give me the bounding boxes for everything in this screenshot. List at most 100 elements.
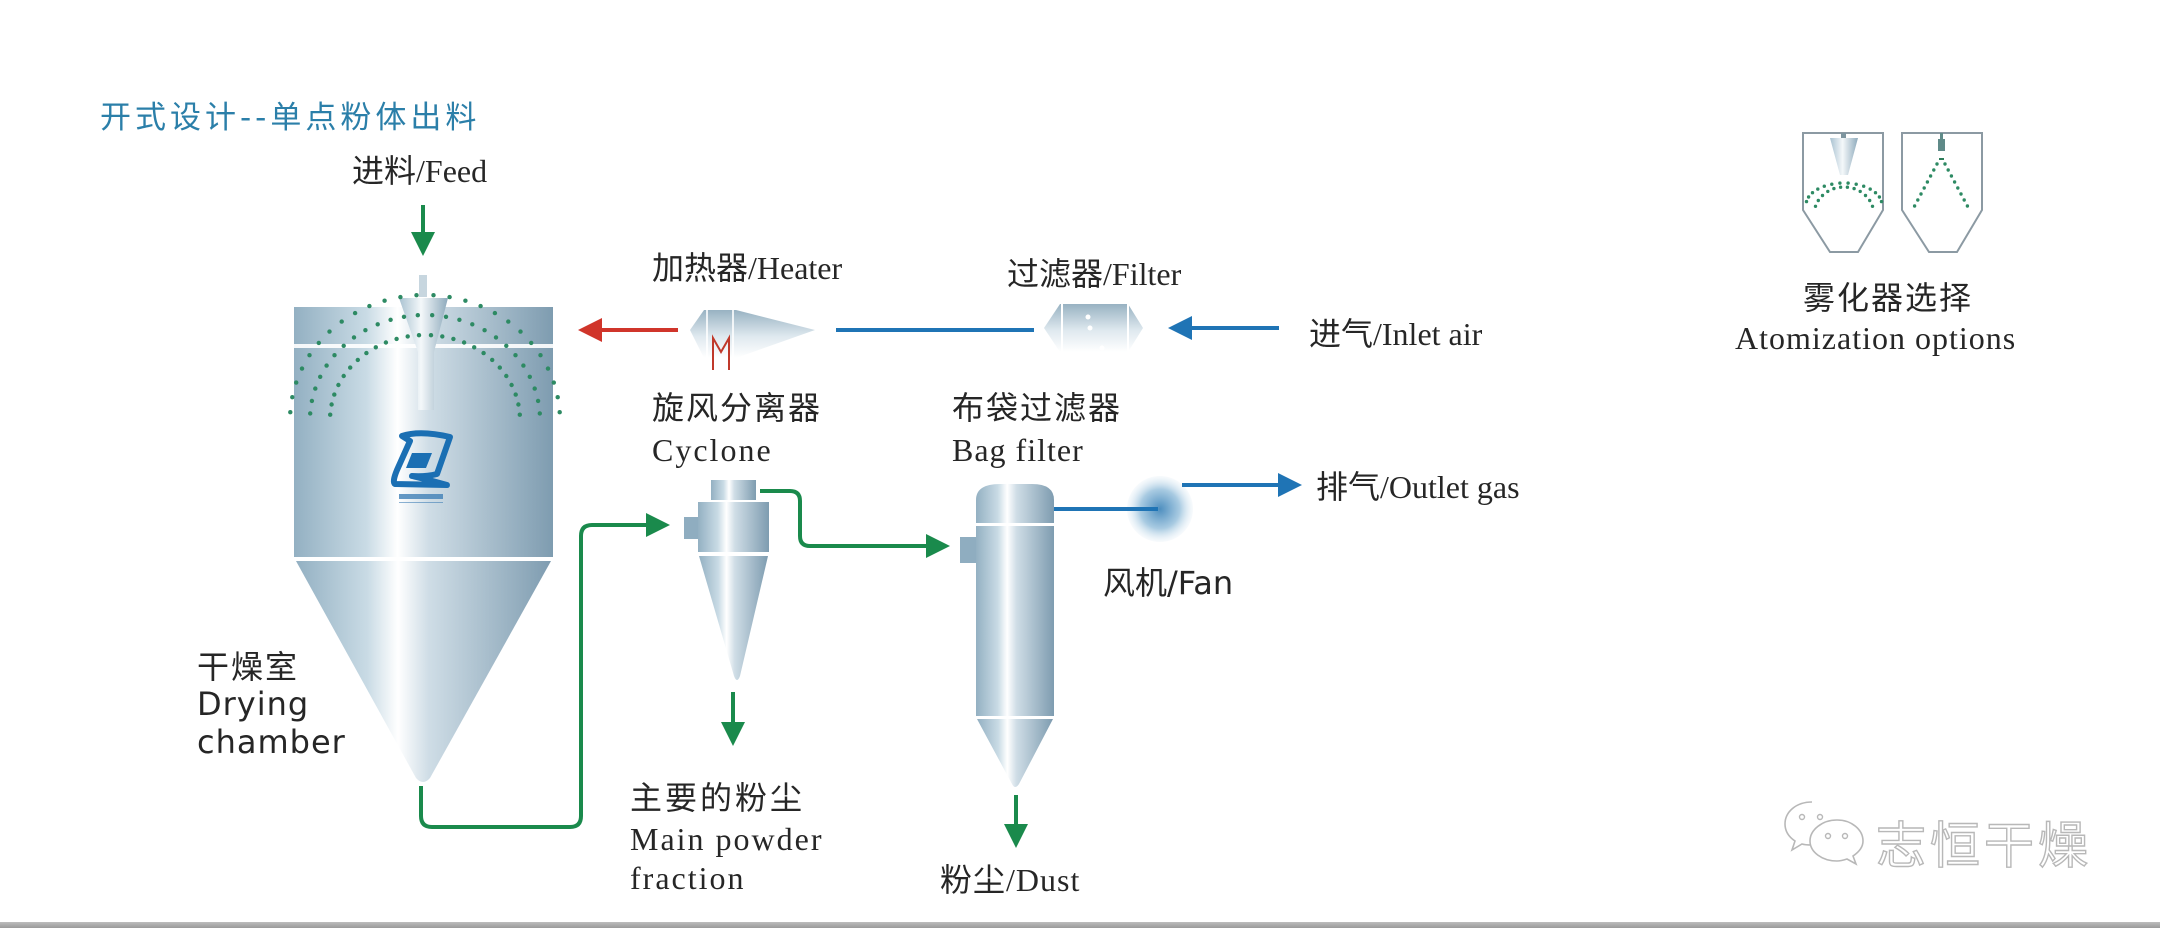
spray-dot xyxy=(328,412,333,417)
cyclone xyxy=(684,480,769,680)
spray-dot xyxy=(509,382,514,388)
spray-dot xyxy=(1846,181,1850,185)
spray-dot xyxy=(521,363,526,368)
spray-dot xyxy=(1820,193,1825,198)
spray-dot xyxy=(373,345,378,350)
spray-dot xyxy=(537,411,542,416)
filter-body xyxy=(1044,304,1143,352)
watermark-text: 志恒干燥 xyxy=(1875,816,2092,875)
spray-dot xyxy=(1830,182,1834,186)
spray-dot xyxy=(1925,180,1930,184)
spray-dot xyxy=(551,380,556,385)
spray-dot xyxy=(363,328,368,333)
spray-dot xyxy=(1832,186,1836,191)
spray-dot xyxy=(332,392,337,397)
spray-dot xyxy=(516,402,521,407)
spray-dot xyxy=(375,322,380,327)
spray-dot xyxy=(1813,204,1818,208)
atomizer-stub xyxy=(419,275,427,297)
spray-dot xyxy=(457,317,462,322)
spray-dot xyxy=(470,322,475,327)
chamber-band-lower xyxy=(294,557,553,561)
spray-dot xyxy=(1804,199,1809,204)
main-powder-label-en-2: fraction xyxy=(630,860,746,896)
spray-dot xyxy=(329,402,334,407)
spray-dot xyxy=(443,314,449,319)
spray-dot xyxy=(405,334,410,339)
air-filter xyxy=(1044,304,1143,352)
spray-dot xyxy=(506,319,511,324)
spray-dot xyxy=(1862,184,1866,188)
spray-dot xyxy=(1959,192,1963,196)
spray-dot xyxy=(493,335,499,340)
spray-dot xyxy=(504,373,509,379)
atomizer-nozzle xyxy=(399,298,448,410)
spray-dot xyxy=(394,336,399,342)
spray-dot xyxy=(294,380,299,385)
drying-chamber-label-en-1: Drying xyxy=(197,685,310,723)
feed-label: 进料/Feed xyxy=(352,153,488,189)
diagram-title: 开式设计--单点粉体出料 xyxy=(100,100,481,136)
heater-label: 加热器/Heater xyxy=(652,250,843,286)
dust-label: 粉尘/Dust xyxy=(940,862,1081,898)
spray-dot xyxy=(513,392,518,397)
spray-dot xyxy=(497,365,502,370)
bag-filter-dome xyxy=(976,484,1054,523)
heater-coil-icon xyxy=(712,334,730,370)
wechat-icon xyxy=(1784,801,1864,866)
spray-dot xyxy=(478,303,483,309)
spray-dot xyxy=(307,353,312,358)
cyclone-label-cn: 旋风分离器 xyxy=(652,390,823,426)
bag-filter-inlet xyxy=(960,537,976,563)
spray-dot xyxy=(316,340,321,346)
cyclone-label-en: Cyclone xyxy=(652,432,773,468)
spray-dot xyxy=(557,410,562,415)
spray-dot xyxy=(388,317,393,322)
spray-dot xyxy=(367,303,372,309)
inlet-air-label: 进气/Inlet air xyxy=(1309,316,1483,352)
spray-dot xyxy=(351,335,357,340)
heater xyxy=(690,310,815,370)
spray-dot xyxy=(517,412,522,417)
spray-dot xyxy=(1932,168,1936,172)
spray-dot xyxy=(352,310,358,316)
fan-label: 风机/Fan xyxy=(1103,564,1234,602)
spray-dot xyxy=(490,357,495,363)
spray-dot xyxy=(324,363,329,368)
spray-dot xyxy=(348,365,353,370)
main-powder-label-cn: 主要的粉尘 xyxy=(630,780,806,816)
heater-body xyxy=(690,310,815,358)
spray-dot xyxy=(299,366,305,371)
spray-dot xyxy=(398,294,403,300)
spray-dot xyxy=(416,333,422,338)
spray-dot xyxy=(463,298,468,303)
spray-dot xyxy=(1826,189,1830,194)
main-powder-label-en-1: Main powder xyxy=(630,821,824,857)
spray-dot xyxy=(327,329,332,334)
spray-dot xyxy=(1965,204,1970,208)
spray-dot xyxy=(1912,204,1917,208)
spray-dot xyxy=(518,329,523,334)
rotary-atomizer-option-icon xyxy=(1802,132,1884,253)
spray-dot xyxy=(1952,180,1957,184)
spray-dot xyxy=(451,336,456,342)
atomization-label-cn: 雾化器选择 xyxy=(1803,279,1974,317)
spray-dot xyxy=(383,340,389,345)
spray-dot xyxy=(1870,204,1875,208)
chamber-cone xyxy=(296,561,551,782)
spray-dot xyxy=(1868,187,1872,191)
spray-dot xyxy=(1916,198,1920,202)
cyclone-body xyxy=(698,502,769,552)
spray-dot xyxy=(504,343,509,348)
bottom-border xyxy=(0,922,2160,928)
cyclone-outlet-pipe xyxy=(711,480,756,500)
spray-dot xyxy=(428,333,434,338)
spray-dot xyxy=(341,373,346,379)
spray-dot xyxy=(482,328,487,333)
spray-dot xyxy=(1946,168,1950,172)
spray-dot xyxy=(318,374,323,379)
spray-dot xyxy=(1816,198,1821,203)
spray-dot xyxy=(1838,181,1842,185)
